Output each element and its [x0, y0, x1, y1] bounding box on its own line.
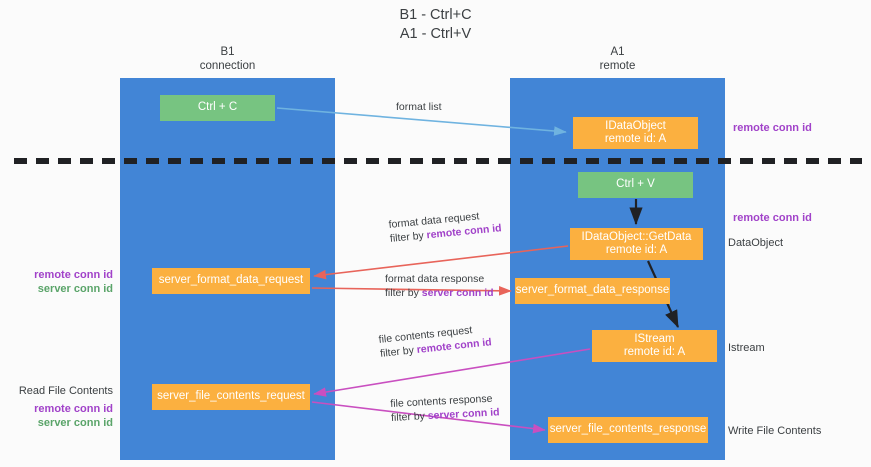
- edge-label-format-data-response-filter: filter by server conn id: [385, 286, 494, 300]
- box-ctrl-v[interactable]: Ctrl + V: [578, 172, 693, 198]
- box-server-format-data-request-label: server_format_data_request: [158, 274, 304, 287]
- lane-header-a1: A1 remote: [510, 46, 725, 73]
- box-ctrl-c[interactable]: Ctrl + C: [160, 95, 275, 121]
- edge-label-format-list: format list: [396, 100, 442, 114]
- box-istream-label: IStream: [634, 332, 675, 345]
- lane-header-a1-name: A1: [610, 46, 625, 58]
- edge-label-format-data-request: format data request filter by remote con…: [388, 207, 502, 246]
- edge-label-format-data-response: format data response filter by server co…: [385, 272, 494, 300]
- box-istream[interactable]: IStream remote id: A: [592, 330, 717, 362]
- box-idataobject-label: IDataObject: [605, 119, 666, 132]
- lane-header-b1-name: B1: [220, 46, 235, 58]
- annotation-server-conn-id-left-2: server conn id: [37, 417, 113, 429]
- title-line-2: A1 - Ctrl+V: [399, 26, 472, 42]
- box-istream-sub: remote id: A: [623, 346, 686, 358]
- box-server-format-data-request[interactable]: server_format_data_request: [152, 268, 310, 294]
- annotation-remote-conn-id-top-text: remote conn id: [733, 122, 812, 134]
- edge-label-file-contents-response: file contents response filter by server …: [390, 391, 500, 425]
- box-server-file-contents-request-label: server_file_contents_request: [157, 390, 305, 403]
- annotation-conn-ids-upper: remote conn id server conn id: [0, 268, 113, 296]
- page-title: B1 - Ctrl+C A1 - Ctrl+V: [0, 6, 871, 44]
- annotation-istream-text: Istream: [728, 342, 765, 354]
- box-idataobject-sub: remote id: A: [604, 133, 667, 145]
- annotation-remote-conn-id-top: remote conn id: [733, 121, 812, 135]
- lane-header-b1: B1 connection: [120, 46, 335, 73]
- edge-label-file-contents-request: file contents request filter by remote c…: [378, 321, 492, 361]
- box-server-format-data-response-label: server_format_data_response: [515, 284, 670, 297]
- annotation-remote-conn-id-mid-text: remote conn id: [733, 212, 812, 224]
- annotation-conn-ids-lower: remote conn id server conn id: [0, 402, 113, 430]
- annotation-read-file-contents: Read File Contents: [0, 384, 113, 398]
- box-server-format-data-response[interactable]: server_format_data_response: [515, 278, 670, 304]
- box-getdata-sub: remote id: A: [605, 244, 668, 256]
- annotation-write-file-contents-text: Write File Contents: [728, 425, 822, 437]
- annotation-remote-conn-id-left-1: remote conn id: [34, 269, 113, 281]
- filter-prefix: filter by: [390, 410, 429, 424]
- box-idataobject-getdata[interactable]: IDataObject::GetData remote id: A: [570, 228, 703, 260]
- title-line-1: B1 - Ctrl+C: [399, 7, 472, 23]
- filter-key-server-conn-id: server conn id: [421, 287, 494, 299]
- box-getdata-label: IDataObject::GetData: [581, 230, 692, 243]
- annotation-write-file-contents: Write File Contents: [728, 424, 821, 438]
- lane-header-a1-role: remote: [599, 59, 636, 72]
- annotation-remote-conn-id-left-2: remote conn id: [34, 403, 113, 415]
- annotation-remote-conn-id-mid: remote conn id: [733, 211, 812, 225]
- edge-label-format-data-response-text: format data response: [385, 273, 485, 285]
- lane-header-b1-role: connection: [199, 59, 256, 72]
- annotation-read-file-contents-text: Read File Contents: [18, 385, 113, 397]
- filter-prefix: filter by: [389, 229, 428, 245]
- box-ctrl-v-label: Ctrl + V: [616, 178, 655, 191]
- filter-key-server-conn-id: server conn id: [427, 406, 500, 423]
- box-server-file-contents-response-label: server_file_contents_response: [549, 423, 707, 436]
- filter-prefix: filter by: [385, 287, 422, 299]
- annotation-dataobject-text: DataObject: [728, 237, 784, 249]
- filter-prefix: filter by: [379, 344, 418, 360]
- annotation-dataobject: DataObject: [728, 236, 783, 250]
- box-server-file-contents-response[interactable]: server_file_contents_response: [548, 417, 708, 443]
- annotation-istream: Istream: [728, 341, 765, 355]
- box-idataobject[interactable]: IDataObject remote id: A: [573, 117, 698, 149]
- box-ctrl-c-label: Ctrl + C: [197, 101, 238, 114]
- annotation-server-conn-id-left-1: server conn id: [37, 283, 113, 295]
- box-server-file-contents-request[interactable]: server_file_contents_request: [152, 384, 310, 410]
- edge-label-format-list-text: format list: [396, 101, 442, 113]
